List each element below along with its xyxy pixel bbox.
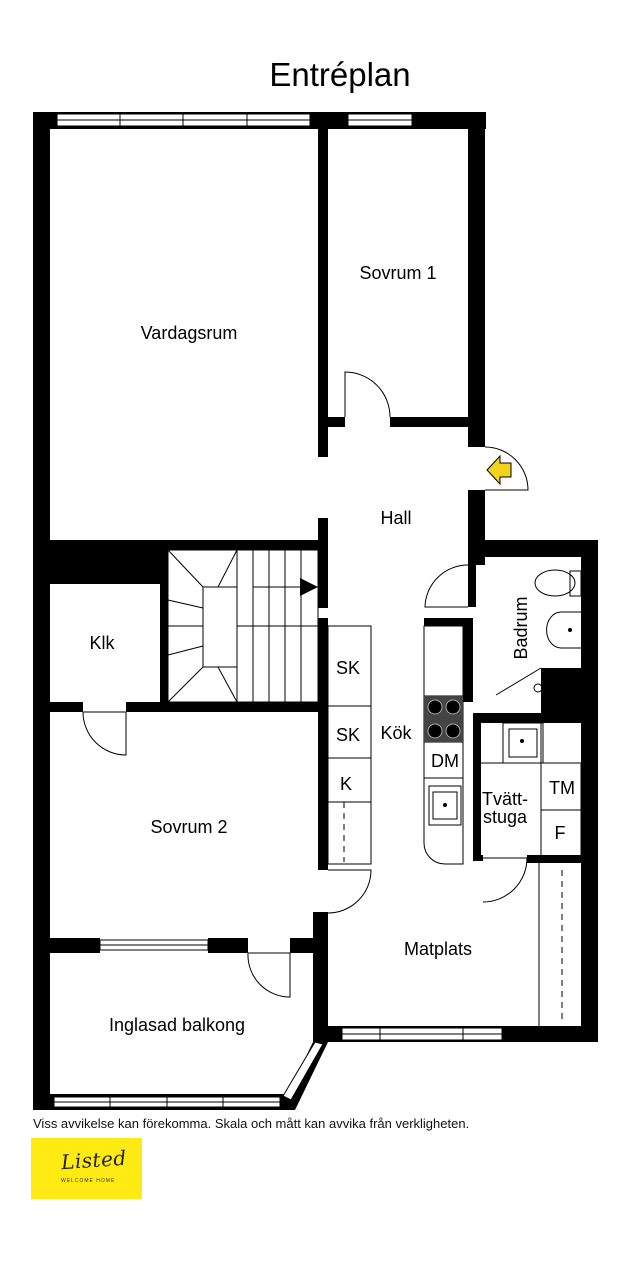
label-f: F [555, 823, 566, 843]
wall-right-upper [468, 112, 485, 447]
label-k: K [340, 774, 352, 794]
label-klk: Klk [89, 633, 115, 653]
label-sk-1: SK [336, 658, 360, 678]
wall-tvatt-bottom [473, 855, 483, 861]
wall-sovrum1-bottom-b [390, 417, 485, 427]
label-dm: DM [431, 751, 459, 771]
wall-kok-right [463, 618, 473, 702]
stove-icon [424, 696, 463, 742]
wall-sovrum2-top [126, 702, 328, 712]
stair-arrow-icon [300, 578, 318, 596]
label-hall: Hall [380, 508, 411, 528]
wall-badrum-inner [541, 668, 581, 713]
logo-tagline: WELCOME HOME [61, 1178, 116, 1184]
door-sovrum2 [327, 869, 372, 914]
window-balkong-corner [282, 1041, 324, 1101]
door-entrance [484, 446, 529, 491]
stairs [167, 549, 319, 703]
door-balkong [247, 952, 291, 998]
label-matplats: Matplats [404, 939, 472, 959]
doors [82, 371, 529, 998]
entrance-arrow-icon [486, 454, 512, 486]
label-sovrum2: Sovrum 2 [150, 817, 227, 837]
wall-far-right [581, 540, 598, 1042]
door-sovrum1 [344, 371, 391, 418]
wall-vardag-bottom [33, 540, 168, 584]
wall-stair-top [160, 540, 328, 550]
wall-klk-bottom [33, 702, 83, 712]
label-tvattstuga-2: stuga [483, 807, 528, 827]
wall-badrum-top [468, 540, 598, 557]
door-tvatt [482, 857, 528, 903]
label-kok: Kök [380, 723, 412, 743]
wall-sovrum1-bottom-a [318, 417, 345, 427]
label-tm: TM [549, 778, 575, 798]
wall-matplats-left [313, 912, 328, 1042]
room-labels: Vardagsrum Sovrum 1 Hall Badrum Klk SK S… [89, 263, 575, 1035]
wall-sovrum2-bottom-b [208, 938, 248, 953]
disclaimer-text: Viss avvikelse kan förekomma. Skala och … [33, 1116, 470, 1131]
kitchen-counter [423, 625, 464, 865]
wall-hall-left [318, 518, 328, 608]
wall-kok-counter-top [424, 618, 473, 626]
kitchen-sink-drain-icon [443, 803, 447, 807]
wall-sovrum2-bottom-a [33, 938, 100, 953]
label-sk-2: SK [336, 725, 360, 745]
wall-vardag-sovrum1 [318, 112, 328, 457]
label-sovrum1: Sovrum 1 [359, 263, 436, 283]
windows [53, 113, 503, 1108]
bathroom-fixtures [495, 569, 582, 696]
listed-logo: Listed WELCOME HOME [31, 1138, 142, 1199]
shower-head-icon [533, 683, 543, 693]
shower-curtain [495, 667, 542, 696]
label-balkong: Inglasad balkong [109, 1015, 245, 1035]
plan-title: Entréplan [269, 56, 411, 93]
door-klk [82, 711, 127, 756]
laundry-sink-drain-icon [520, 739, 524, 743]
wall-tvatt-left [473, 713, 481, 858]
wall-badrum-left [468, 557, 476, 607]
door-badrum [424, 564, 469, 608]
label-badrum: Badrum [511, 596, 531, 659]
wall-tvatt-bottom-b [527, 855, 581, 863]
laundry-fixtures [481, 722, 582, 1026]
label-tvattstuga-1: Tvätt- [482, 789, 528, 809]
closets [327, 625, 372, 865]
wall-tvatt-top [473, 713, 581, 723]
toilet-icon [534, 569, 576, 597]
logo-wordmark: Listed [60, 1145, 128, 1175]
wall-left [33, 112, 50, 1110]
wall-stair-side [160, 540, 168, 705]
label-vardagsrum: Vardagsrum [141, 323, 238, 343]
washbasin-icon [546, 611, 581, 649]
wall-sovrum2-right [318, 618, 328, 870]
